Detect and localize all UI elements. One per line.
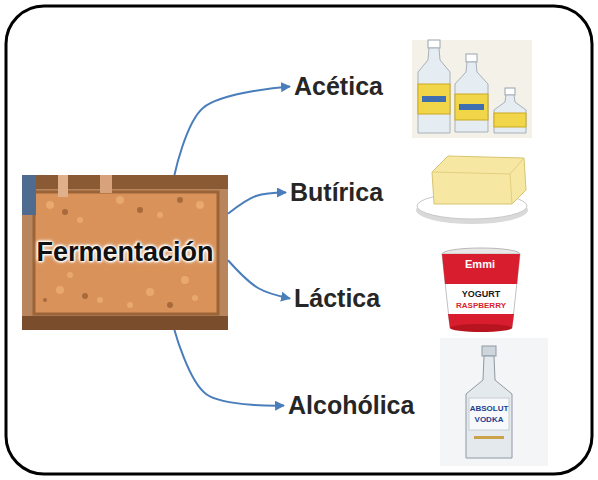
bottle-cap	[505, 88, 515, 95]
bottle-cap	[428, 40, 440, 48]
product-flavor: RASPBERRY	[456, 302, 506, 310]
bottle-label	[494, 113, 526, 127]
fermentation-type: Acética	[290, 70, 387, 103]
bottle-body	[418, 48, 450, 133]
cup-body	[442, 254, 520, 328]
butter-plate	[416, 156, 528, 224]
product-name: YOGURT	[462, 290, 501, 299]
worker-arm	[100, 175, 112, 193]
fermentation-type: Láctica	[290, 282, 385, 315]
worker-arm	[58, 175, 68, 197]
bottle-body	[494, 95, 526, 133]
butter-block	[432, 156, 526, 204]
bottle-label	[418, 84, 450, 114]
type-label: Láctica	[294, 284, 381, 313]
photo-title: Fermentación	[36, 237, 213, 268]
product-name: VODKA	[475, 416, 504, 424]
flow-arrow	[174, 330, 284, 406]
label-band	[459, 104, 484, 110]
photo-ground	[440, 338, 548, 466]
fermentation-photo-box: Fermentación	[22, 175, 228, 330]
fermentation-type: Alcohólica	[284, 389, 419, 422]
box-rim	[22, 175, 228, 189]
outer-frame	[6, 6, 592, 474]
box-edge	[34, 192, 218, 314]
flow-arrow	[174, 87, 290, 176]
butter-edge	[432, 158, 524, 174]
flow-arrow	[228, 260, 290, 298]
photo-ground	[22, 175, 228, 330]
type-label: Acética	[294, 72, 383, 101]
bottle-label	[455, 94, 488, 120]
yogurt-cup	[442, 248, 520, 332]
bottle-cap	[482, 346, 496, 356]
bottle-body	[455, 62, 488, 132]
worker-leg	[22, 175, 36, 215]
wood-chips	[34, 192, 218, 314]
bottle-cap	[466, 54, 477, 62]
compost-photo	[22, 175, 228, 330]
type-label: Butírica	[290, 178, 384, 207]
cup-band	[442, 254, 520, 284]
cup-base	[450, 324, 512, 332]
vinegar-bottles	[412, 40, 532, 138]
bottle-body	[466, 356, 512, 458]
vodka-bottle	[440, 338, 548, 466]
flow-arrow	[228, 193, 286, 214]
label-band	[422, 96, 446, 102]
brand-logo: ABSOLUT	[470, 405, 509, 413]
label-stripe	[474, 436, 504, 439]
type-label: Alcohólica	[288, 391, 415, 420]
fermentation-type: Butírica	[286, 176, 388, 209]
butter-edge	[510, 174, 512, 204]
brand-logo: Emmi	[465, 259, 495, 270]
bottle-label	[469, 398, 509, 430]
box-rim	[22, 316, 228, 330]
photo-ground	[412, 40, 532, 138]
